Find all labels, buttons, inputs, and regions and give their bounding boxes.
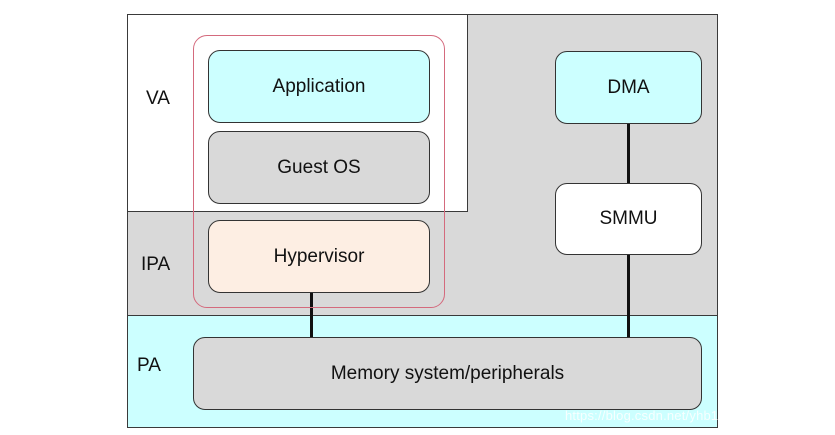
smmu-box: SMMU — [555, 183, 702, 255]
va-label: VA — [146, 88, 170, 109]
application-box: Application — [208, 50, 430, 123]
guest-os-box: Guest OS — [208, 131, 430, 204]
vm-group-outline — [193, 35, 445, 308]
hypervisor-box: Hypervisor — [208, 220, 430, 293]
watermark-text: https://blog.csdn.net/yhb1047818384 — [565, 408, 786, 423]
ipa-label: IPA — [141, 254, 171, 275]
smmu-label: SMMU — [599, 208, 658, 229]
memory-system-box: Memory system/peripherals — [193, 337, 702, 410]
dma-smmu-connector — [627, 124, 630, 184]
memory-system-label: Memory system/peripherals — [330, 362, 565, 384]
hypervisor-label: Hypervisor — [273, 245, 365, 267]
hypervisor-memory-connector — [310, 293, 313, 338]
dma-box: DMA — [555, 51, 702, 124]
application-label: Application — [272, 75, 366, 97]
dma-label: DMA — [607, 76, 650, 98]
guest-os-label: Guest OS — [277, 156, 361, 178]
smmu-memory-connector — [627, 255, 630, 338]
pa-label: PA — [137, 355, 161, 376]
